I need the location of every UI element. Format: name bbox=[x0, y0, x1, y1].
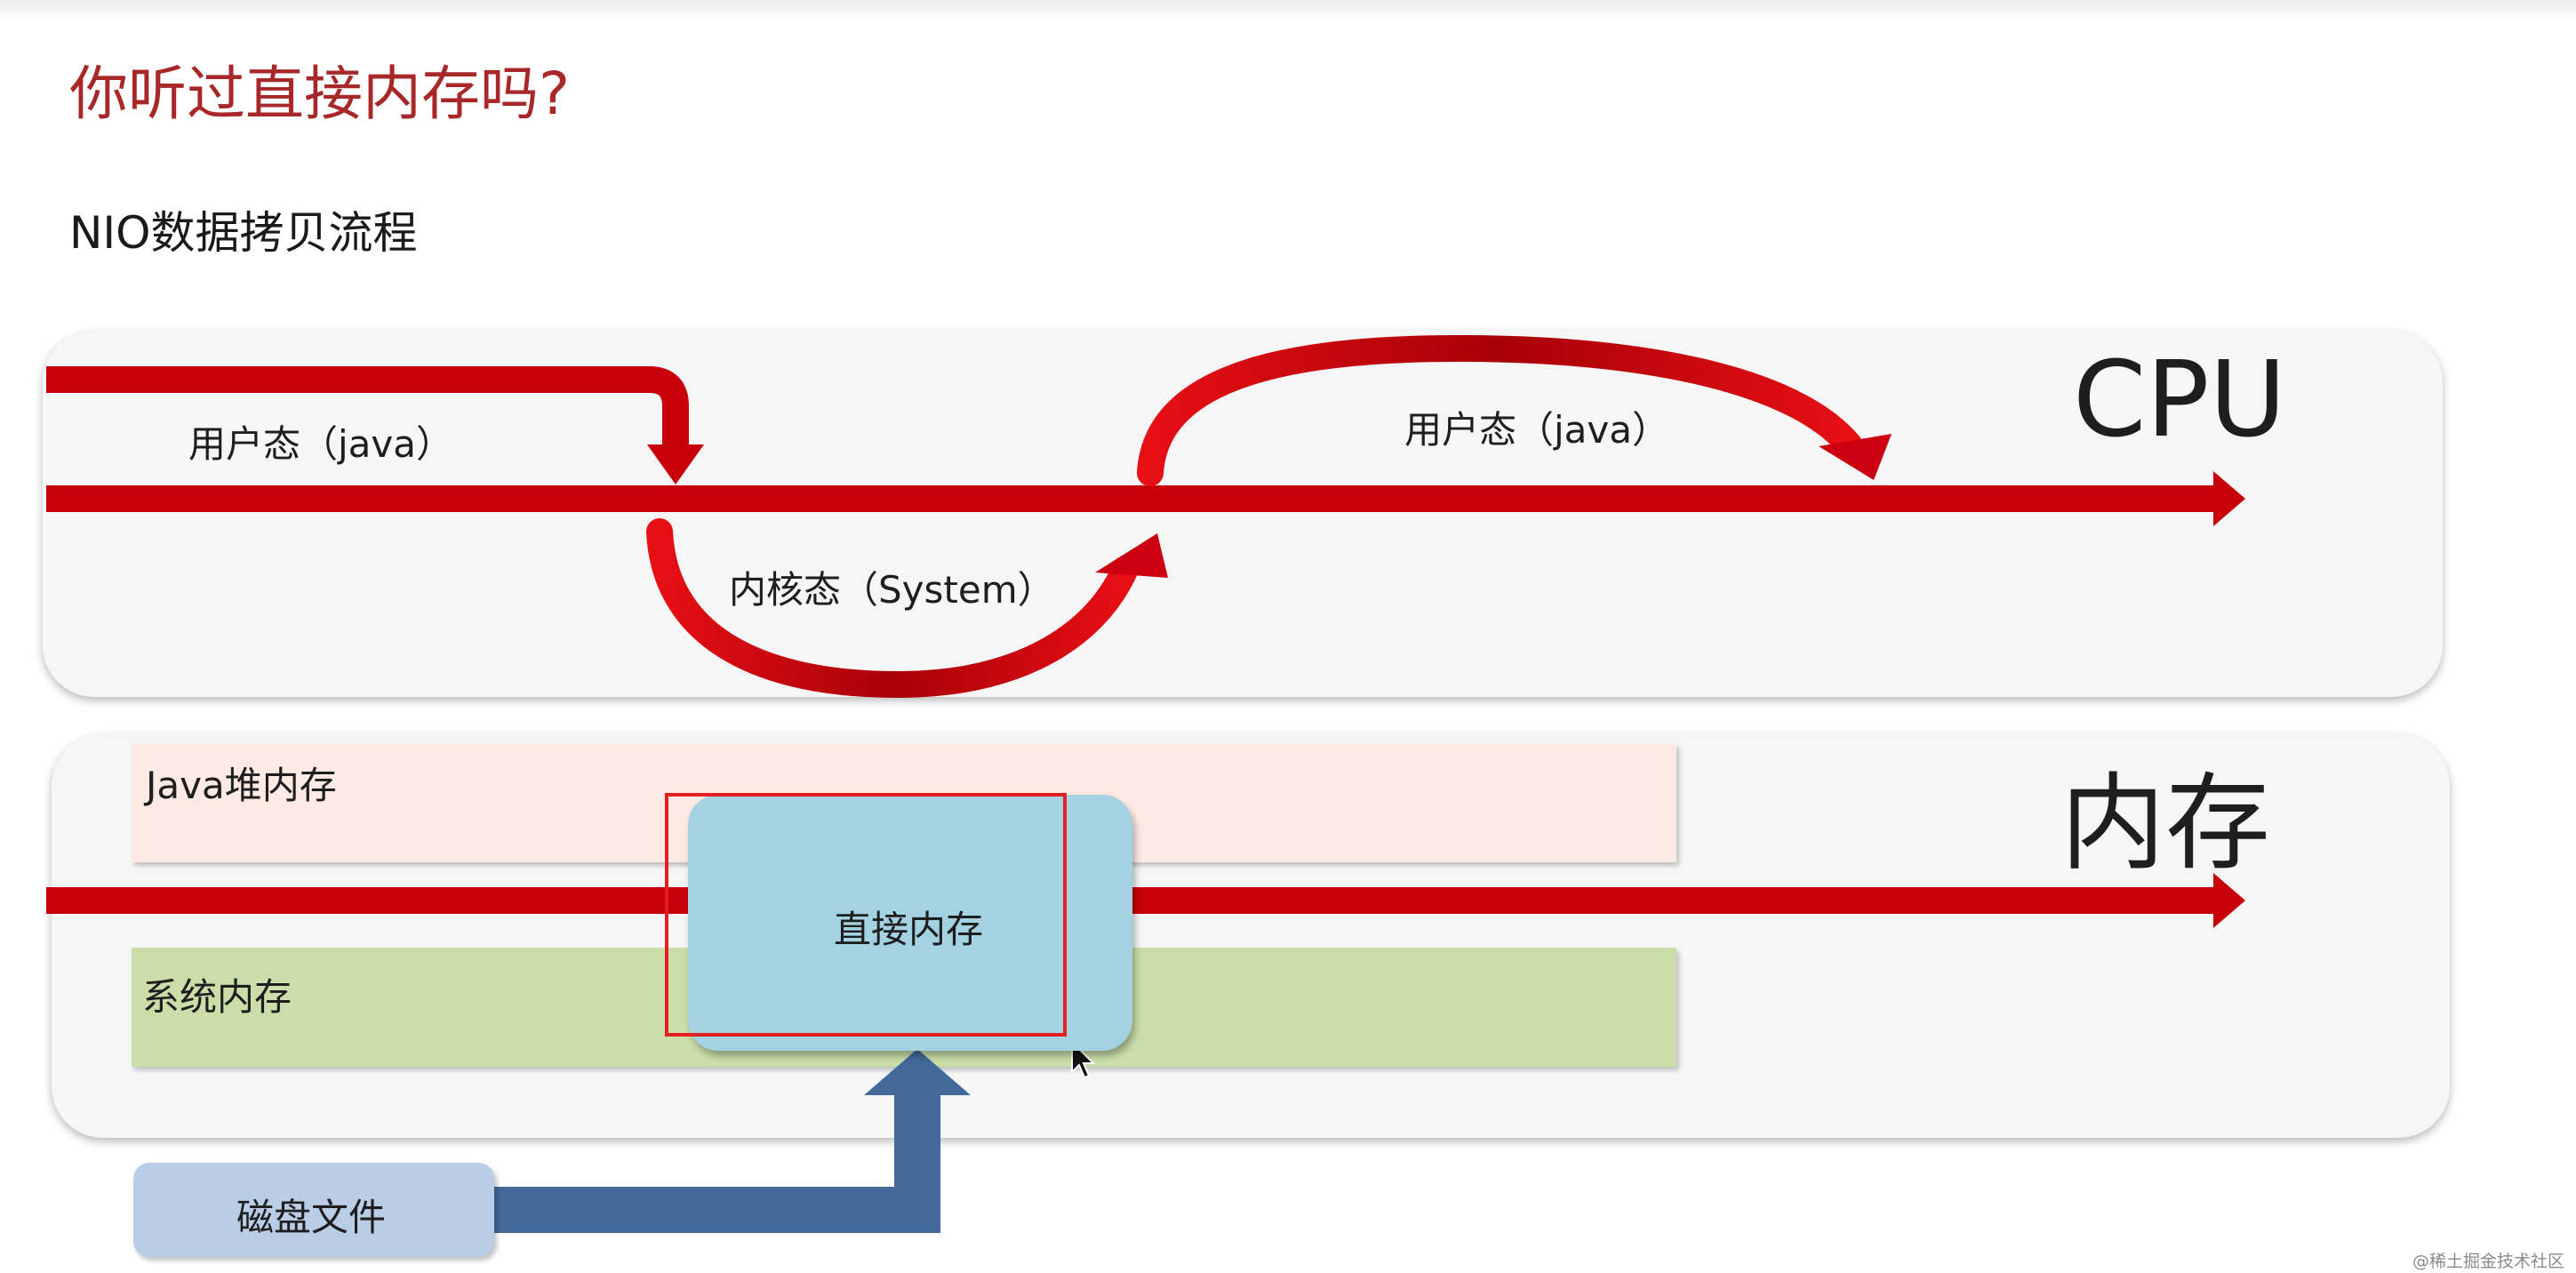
slide-subtitle: NIO数据拷贝流程 bbox=[69, 207, 418, 259]
direct-memory-box: 直接内存 bbox=[688, 795, 1132, 1051]
memory-label: 内存 bbox=[2060, 762, 2271, 885]
disk-file-box: 磁盘文件 bbox=[133, 1163, 494, 1257]
user-mode-right-label: 用户态（java） bbox=[1404, 408, 1669, 452]
top-bar bbox=[0, 0, 2576, 23]
user-mode-left-label: 用户态（java） bbox=[188, 422, 453, 466]
kernel-mode-label: 内核态（System） bbox=[729, 568, 1055, 612]
watermark: @稀土掘金技术社区 bbox=[2412, 1252, 2565, 1271]
slide-title: 你听过直接内存吗? bbox=[69, 60, 571, 128]
user-mode-curve-arrow bbox=[1137, 334, 1892, 486]
kernel-mode-curve-arrow bbox=[646, 518, 1168, 699]
mouse-cursor-icon bbox=[1071, 1039, 1096, 1079]
user-to-kernel-arrow bbox=[46, 366, 704, 484]
cpu-timeline-arrow bbox=[46, 471, 2245, 526]
cpu-label: CPU bbox=[2073, 338, 2286, 460]
system-memory-label: 系统内存 bbox=[142, 975, 292, 1019]
memory-flow-arrow bbox=[46, 873, 2245, 928]
highlight-frame bbox=[665, 793, 1067, 1037]
direct-memory-label: 直接内存 bbox=[834, 908, 984, 951]
disk-file-label: 磁盘文件 bbox=[236, 1196, 387, 1239]
java-heap-label: Java堆内存 bbox=[146, 764, 337, 807]
disk-to-direct-memory-arrow bbox=[492, 1049, 971, 1233]
